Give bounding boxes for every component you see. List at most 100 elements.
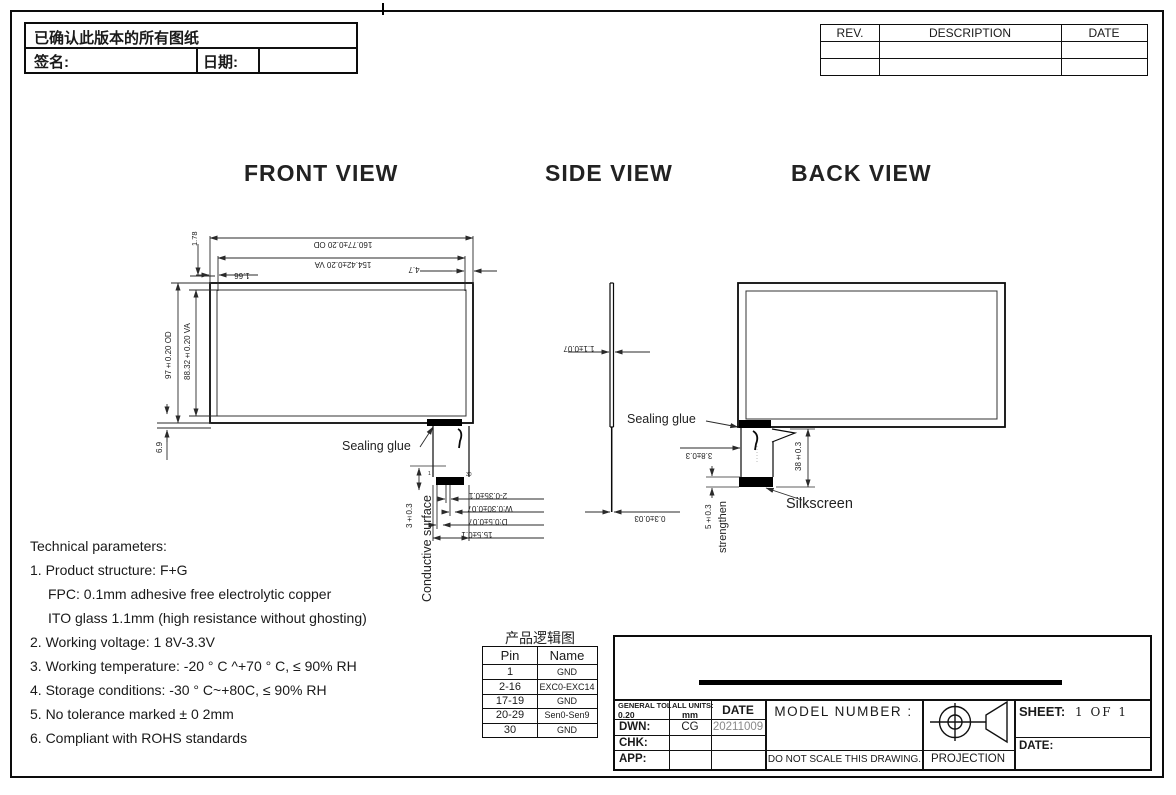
divider bbox=[615, 750, 1014, 752]
tech-params-title: Technical parameters: bbox=[30, 538, 167, 554]
revision-table: REV. DESCRIPTION DATE bbox=[820, 24, 1148, 76]
dim-pin-depth: D:0.5±0.07 bbox=[468, 517, 508, 526]
divider bbox=[1061, 25, 1063, 75]
tech-param-line: 2. Working voltage: 1 8V-3.3V bbox=[30, 634, 215, 650]
dim-top-margin: 1.78 bbox=[190, 231, 199, 247]
pin-cell: 2-16 bbox=[498, 681, 522, 693]
projection-label: PROJECTION bbox=[930, 753, 1006, 765]
title-block: GENERAL TOL 0.20 ALL UNITS: mm DATE DWN:… bbox=[613, 635, 1152, 771]
front-sealing-glue-label: Sealing glue bbox=[342, 439, 411, 453]
dim-pin-pitch: 2-0.35±0.1 bbox=[468, 491, 508, 500]
do-not-scale-note: DO NOT SCALE THIS DRAWING. bbox=[767, 754, 922, 765]
divider bbox=[196, 47, 198, 72]
name-cell: GND bbox=[557, 696, 577, 706]
date-column-header: DATE bbox=[722, 703, 754, 717]
divider bbox=[483, 679, 597, 681]
silkscreen-label: Silkscreen bbox=[786, 496, 853, 512]
model-number-label: MODEL NUMBER : bbox=[774, 704, 913, 719]
date-label: 日期: bbox=[203, 54, 238, 71]
sheet-label: SHEET: bbox=[1019, 704, 1066, 719]
all-units-label: ALL UNITS: bbox=[672, 701, 714, 710]
tech-param-line: 1. Product structure: F+G bbox=[30, 562, 188, 578]
side-view-title: SIDE VIEW bbox=[545, 160, 673, 186]
divider bbox=[615, 735, 765, 737]
dim-fpc-thickness: 0.3±0.03 bbox=[634, 514, 666, 523]
tech-param-line: ITO glass 1.1mm (high resistance without… bbox=[48, 610, 367, 626]
divider bbox=[1014, 699, 1016, 769]
name-cell: GND bbox=[557, 667, 577, 677]
name-cell: Sen0-Sen9 bbox=[544, 710, 590, 720]
name-cell: EXC0-EXC14 bbox=[539, 682, 595, 692]
description-header: DESCRIPTION bbox=[928, 26, 1011, 40]
front-view-title: FRONT VIEW bbox=[244, 160, 399, 186]
divider bbox=[615, 699, 1150, 701]
confirmation-box: 已确认此版本的所有图纸 签名: 日期: bbox=[24, 22, 358, 74]
dim-bottom-margin: 6.9 bbox=[155, 441, 164, 453]
tech-param-line: FPC: 0.1mm adhesive free electrolytic co… bbox=[48, 586, 332, 602]
dim-strengthen: 5±0.3 bbox=[704, 504, 713, 530]
confirm-title: 已确认此版本的所有图纸 bbox=[34, 30, 200, 47]
top-center-tick bbox=[382, 3, 384, 15]
divider bbox=[711, 699, 713, 769]
divider bbox=[669, 699, 671, 769]
divider bbox=[483, 664, 597, 666]
divider bbox=[821, 58, 1147, 60]
dim-glass-thickness: 1.1±0.07 bbox=[563, 344, 595, 353]
pin-first-mark: 1 bbox=[428, 471, 431, 477]
divider bbox=[258, 47, 260, 72]
pin-cell: 17-19 bbox=[495, 695, 525, 707]
pin-cell: 30 bbox=[503, 724, 517, 736]
date-header: DATE bbox=[1088, 26, 1120, 40]
dwn-date: 20211009 bbox=[712, 721, 764, 733]
pin-col-header: Pin bbox=[500, 648, 520, 663]
dim-fpc-offset: 3±0.3 bbox=[405, 503, 414, 529]
back-sealing-glue-label: Sealing glue bbox=[627, 412, 696, 426]
dim-left-margin: 1.66 bbox=[234, 271, 250, 280]
divider bbox=[821, 41, 1147, 43]
strengthen-label: strengthen bbox=[717, 501, 729, 554]
dwn-value: CG bbox=[681, 721, 699, 733]
sign-label: 签名: bbox=[34, 54, 69, 71]
divider bbox=[922, 699, 924, 769]
dwn-label: DWN: bbox=[619, 721, 651, 733]
divider bbox=[483, 708, 597, 710]
divider bbox=[1014, 737, 1150, 739]
dim-od-height: 97±0.20 OD bbox=[164, 331, 173, 379]
name-cell: GND bbox=[557, 725, 577, 735]
dim-right-margin: 4.7 bbox=[408, 265, 420, 274]
dim-fpc-length: 38±0.3 bbox=[794, 441, 803, 471]
model-number-line bbox=[699, 680, 1062, 685]
tech-param-line: 5. No tolerance marked ± 0 2mm bbox=[30, 706, 234, 722]
divider bbox=[483, 723, 597, 725]
dim-pin-width: W:0.30±0.07 bbox=[467, 504, 513, 513]
all-units-value: mm bbox=[681, 709, 698, 720]
dim-od-width: 160.77±0.20 OD bbox=[313, 240, 373, 249]
sheet-value: 1 OF 1 bbox=[1075, 705, 1129, 719]
dim-va-height: 88.32±0.20 VA bbox=[183, 323, 192, 381]
tech-param-line: 3. Working temperature: -20 ° C ^+70 ° C… bbox=[30, 658, 357, 674]
divider bbox=[879, 25, 881, 75]
tech-param-line: 6. Compliant with ROHS standards bbox=[30, 730, 248, 746]
dim-va-width: 154.42±0.20 VA bbox=[314, 260, 372, 269]
name-col-header: Name bbox=[549, 648, 585, 663]
date-label: DATE: bbox=[1019, 740, 1054, 752]
divider bbox=[765, 699, 767, 769]
pin-cell: 1 bbox=[506, 666, 514, 678]
chk-label: CHK: bbox=[619, 736, 648, 749]
sheet-border bbox=[10, 10, 1164, 778]
pin-table-title: 产品逻辑图 bbox=[505, 630, 575, 646]
general-tol-label: GENERAL TOL bbox=[618, 701, 672, 710]
pin-cell: 20-29 bbox=[495, 709, 525, 721]
divider bbox=[26, 47, 356, 49]
tech-param-line: 4. Storage conditions: -30 ° C~+80C, ≤ 9… bbox=[30, 682, 327, 698]
divider bbox=[537, 647, 539, 737]
dim-fpc-bend: 3.8±0.3 bbox=[685, 451, 713, 460]
rev-header: REV. bbox=[836, 26, 864, 40]
pin-last-mark: 30 bbox=[466, 472, 472, 478]
divider bbox=[483, 694, 597, 696]
technical-parameters: Technical parameters: 1. Product structu… bbox=[30, 534, 470, 750]
app-label: APP: bbox=[619, 753, 647, 765]
back-view-title: BACK VIEW bbox=[791, 160, 932, 186]
general-tol-value: 0.20 bbox=[618, 709, 635, 720]
